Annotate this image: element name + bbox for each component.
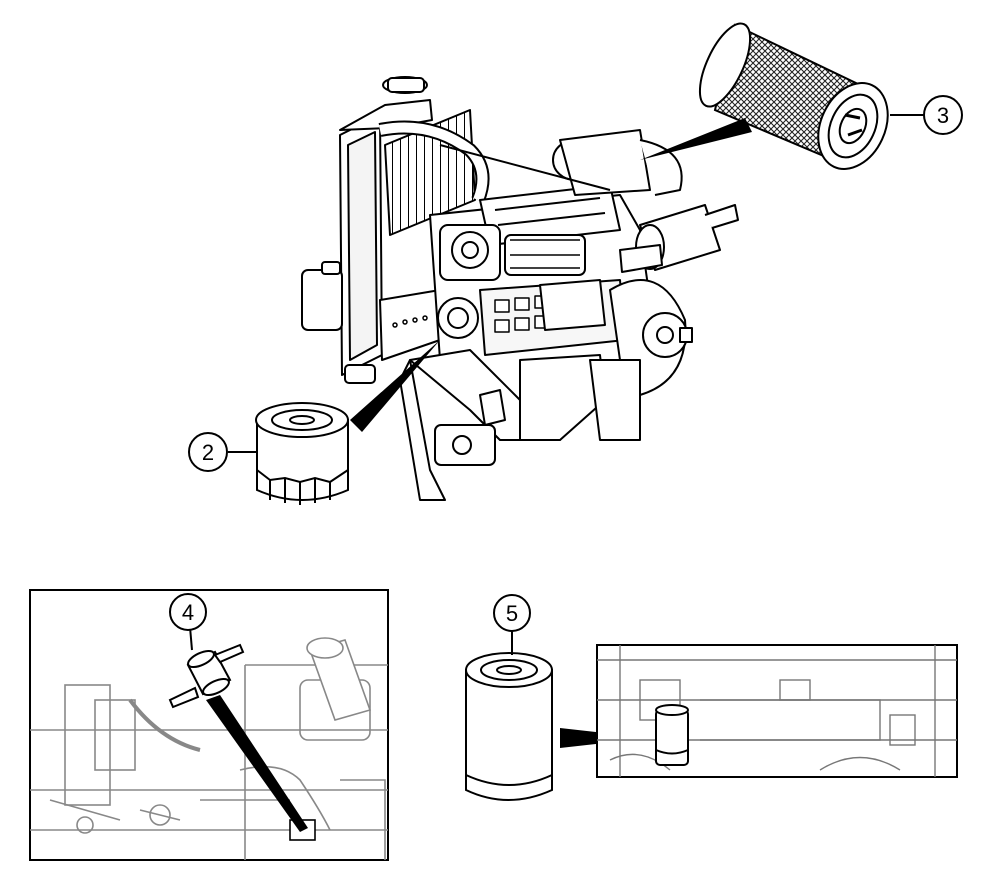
callout-3: 3	[923, 95, 963, 135]
air-filter-pointer	[640, 118, 752, 160]
air-filter	[698, 22, 889, 170]
hydraulic-filter-inset-frame	[596, 644, 958, 778]
fuel-filter	[168, 643, 245, 709]
hydraulic-filter-inset-scene	[597, 645, 957, 777]
callout-5-label: 5	[506, 601, 518, 626]
oil-filter-pointer	[350, 340, 440, 432]
fuel-filter-inset-scene	[30, 637, 388, 860]
callout-5: 5	[493, 594, 531, 632]
callout-4: 4	[169, 593, 207, 631]
callout-4-label: 4	[182, 600, 194, 625]
fuel-filter-pointer	[206, 695, 308, 832]
hydraulic-filter-installed	[655, 704, 689, 766]
callout-2: 2	[188, 432, 228, 472]
engine-assembly	[301, 76, 739, 501]
hydraulic-filter	[465, 652, 553, 801]
fuel-filter-inset-frame	[29, 589, 389, 861]
engine-oil-filter	[255, 402, 349, 505]
callout-3-label: 3	[937, 103, 949, 128]
callout-2-label: 2	[202, 440, 214, 465]
